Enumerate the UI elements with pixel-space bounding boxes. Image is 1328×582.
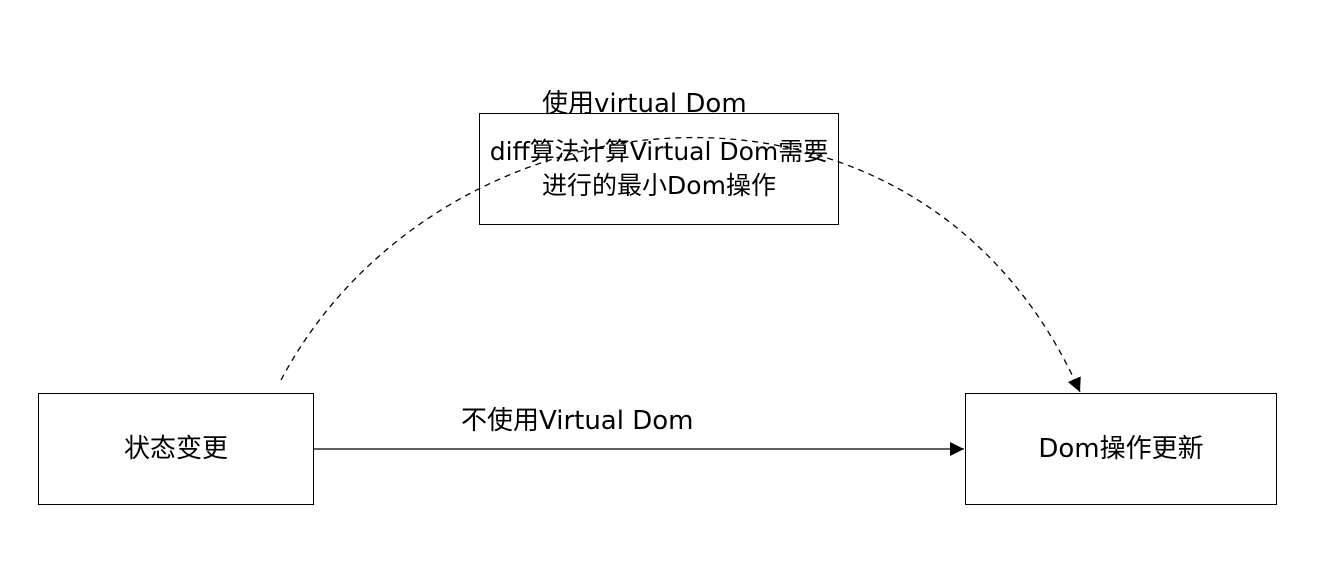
node-diff-compute[interactable]: diff算法计算Virtual Dom需要进行的最小Dom操作 xyxy=(479,113,839,225)
node-state-change[interactable]: 状态变更 xyxy=(38,393,314,505)
node-diff-compute-label: diff算法计算Virtual Dom需要进行的最小Dom操作 xyxy=(489,137,829,200)
edge-label-without-virtual-dom: 不使用Virtual Dom xyxy=(461,406,694,436)
node-dom-update[interactable]: Dom操作更新 xyxy=(965,393,1277,505)
edge-with-virtual-dom xyxy=(280,136,1081,393)
edge-label-with-virtual-dom: 使用virtual Dom xyxy=(542,89,747,119)
